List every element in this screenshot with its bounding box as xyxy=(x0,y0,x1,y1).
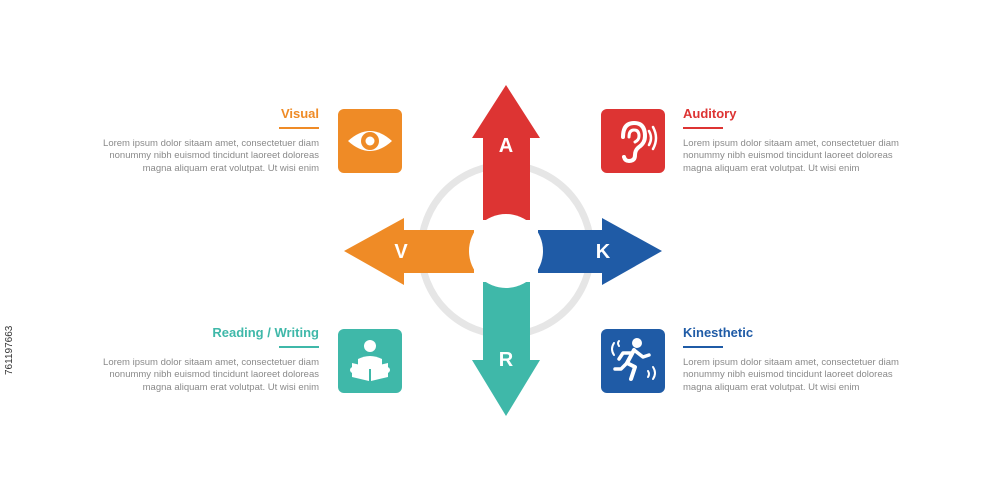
auditory-title: Auditory xyxy=(683,106,737,121)
kinesthetic-block: Kinesthetic Lorem ipsum dolor sitaam ame… xyxy=(683,325,903,394)
running-person-icon xyxy=(611,338,656,381)
visual-block: Visual Lorem ipsum dolor sitaam amet, co… xyxy=(99,106,319,175)
letter-r: R xyxy=(499,349,514,371)
arrow-right-k xyxy=(538,218,662,285)
auditory-description: Lorem ipsum dolor sitaam amet, consectet… xyxy=(683,138,899,174)
kinesthetic-title: Kinesthetic xyxy=(683,325,754,340)
watermark-id: 761197663 xyxy=(4,325,15,375)
arrow-left-v xyxy=(344,218,474,285)
reading-title: Reading / Writing xyxy=(212,325,319,340)
arrow-down-r xyxy=(472,282,540,416)
kinesthetic-underline xyxy=(683,346,723,348)
arrow-up-a xyxy=(472,85,540,220)
visual-title: Visual xyxy=(280,106,319,121)
auditory-underline xyxy=(683,127,723,129)
reading-block: Reading / Writing Lorem ipsum dolor sita… xyxy=(99,325,319,394)
visual-icon-box xyxy=(338,109,402,173)
letter-v: V xyxy=(394,241,408,263)
ear-icon xyxy=(621,120,658,164)
auditory-icon-box xyxy=(601,109,665,173)
eye-icon xyxy=(348,131,392,151)
kinesthetic-description: Lorem ipsum dolor sitaam amet, consectet… xyxy=(683,357,899,393)
center-circle xyxy=(469,214,543,288)
reader-icon xyxy=(350,340,390,381)
kinesthetic-icon-box xyxy=(601,329,665,393)
letter-k: K xyxy=(596,241,611,263)
auditory-block: Auditory Lorem ipsum dolor sitaam amet, … xyxy=(683,106,903,175)
visual-underline xyxy=(279,127,319,129)
reading-description: Lorem ipsum dolor sitaam amet, consectet… xyxy=(103,357,319,393)
reading-icon-box xyxy=(338,329,402,393)
visual-description: Lorem ipsum dolor sitaam amet, consectet… xyxy=(103,138,319,174)
reading-underline xyxy=(279,346,319,348)
letter-a: A xyxy=(499,135,513,157)
